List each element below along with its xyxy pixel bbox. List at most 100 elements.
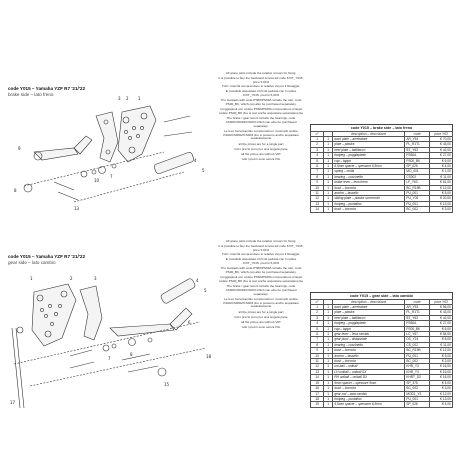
cell-number: 14 [309,206,325,213]
cell-number: 10 [309,184,325,192]
brake-col-price: price Y63 [429,130,453,138]
brake-note-1: All spare parts include the relative scr… [225,71,297,75]
cell-number: 12 [309,363,325,370]
cell-number: 8 [309,173,325,181]
cell-price: € 3,00 [429,358,453,365]
cell-number: 7 [309,168,325,175]
cell-code: PS00_BK [404,157,431,165]
cell-number: 10 [309,352,325,360]
cell-description: 6,5mm spacer – spessore 6,5mm [332,162,406,170]
brake-note-11: all the prices are without VAT [241,152,281,157]
cell-price: € 13,00 [429,395,453,403]
cell-code: LF_Y63 [404,179,431,186]
callout-9: 9 [18,146,21,151]
cell-number: 16 [309,385,325,392]
cell-price: € 3,00 [429,385,453,392]
gear-col-price: price Y63 [429,298,453,306]
callout-2: 2 [70,276,73,281]
cell-number: 14 [309,374,325,381]
gear-parts-table: code Y015 – gear side – lato cambio n° d… [309,292,453,408]
brake-note-6: I poggiapiedi con codice PS60/PS60A comp… [218,106,304,115]
cell-code: MO_001 [404,168,431,175]
cell-code: BC_002 [404,385,431,392]
cell-number: 9 [309,347,325,354]
gear-notes: All spare parts include the relative scr… [218,239,304,330]
brake-note-8: Le leve freno/cambio comprendono i cusci… [222,128,300,141]
callout-1: 1 [138,96,141,101]
cell-price: € 11,00 [429,341,453,349]
cell-price: € 42,00 [429,314,453,322]
gear-note-7: The brake / gear levers include the bear… [225,284,297,296]
cell-description: gear lever – leva cambio [332,330,406,338]
callout-7: 7 [110,174,113,179]
cell-price: € 6,00 [429,325,453,333]
cell-number: 4 [309,152,325,159]
cell-number: 17 [309,390,325,397]
cell-number: 2 [309,309,325,316]
cell-price: € 20,00 [429,195,453,202]
cell-price: € 61,00 [429,179,453,186]
brake-col-number: n° [309,130,325,138]
cell-description: 9mm spacer – spessore 9mm [332,379,406,387]
cell-code: SP_375 [404,379,431,387]
brake-section-heading: code Y015 – Yamaha YZF R7 '21/'22 brake … [8,86,85,97]
cell-price: € 43,00 [429,309,453,316]
cell-code: PU_001 [404,352,431,360]
cell-price: € 70,00 [429,135,453,143]
cell-number: 11 [309,358,325,365]
cell-number: 6 [309,330,325,338]
brake-parts-table: code Y015 – brake side – lato freno n° d… [309,124,453,213]
cell-code: PS00_BK [404,325,431,333]
brake-note-7: The brake / gear levers include the bear… [225,116,297,128]
callout-2: 2 [126,96,129,101]
cell-price: € 27,00 [429,152,453,159]
cell-number: 13 [309,200,325,208]
cell-price: € 27,00 [429,320,453,327]
cell-code: PU_001 [404,200,431,208]
brake-exploded-diagram: 3 2 1 9 13 4 5 8 10 7 [14,92,214,217]
cell-price: € 4,00 [429,401,453,408]
callout-17: 17 [10,400,16,405]
cell-code: PL_R1T1 [404,309,431,316]
callout-4: 4 [196,278,199,283]
cell-code: BT_Y63 [404,314,431,322]
cell-code: DS_Y24 [404,336,431,343]
gear-col-number: n° [309,298,325,306]
cell-price: € 6,00 [429,157,453,165]
gear-note-2: It is possible to buy the footboard scre… [218,243,304,252]
cell-code: LC_Y67 [404,330,431,338]
callout-3: 3 [94,276,97,281]
brake-notes: All spare parts include the relative scr… [218,71,304,162]
callout-6: 6 [188,320,191,325]
gear-section-subtitle: gear side – lato cambio [8,259,56,265]
cell-price: € 16,00 [429,363,453,370]
cell-code: AR_Y54 [404,135,431,143]
callout-1: 1 [30,276,33,281]
callout-18: 18 [206,354,212,359]
cell-code: CS_002 [404,341,431,349]
gear-diagram-drawing: 1 2 3 4 5 6 7 8 17 15 18 [10,276,212,408]
callout-4: 4 [194,158,197,163]
cell-code: BC_002 [404,206,431,213]
cell-code: PU_001 [404,395,431,403]
cell-price: € 12,00 [429,347,453,354]
cell-number: 5 [309,157,325,165]
callout-3: 3 [118,96,121,101]
brake-section-title: code Y015 – Yamaha YZF R7 '21/'22 [8,86,86,91]
callout-10: 10 [94,178,100,183]
gear-exploded-diagram: 1 2 3 4 5 6 7 8 17 15 18 [10,268,215,408]
